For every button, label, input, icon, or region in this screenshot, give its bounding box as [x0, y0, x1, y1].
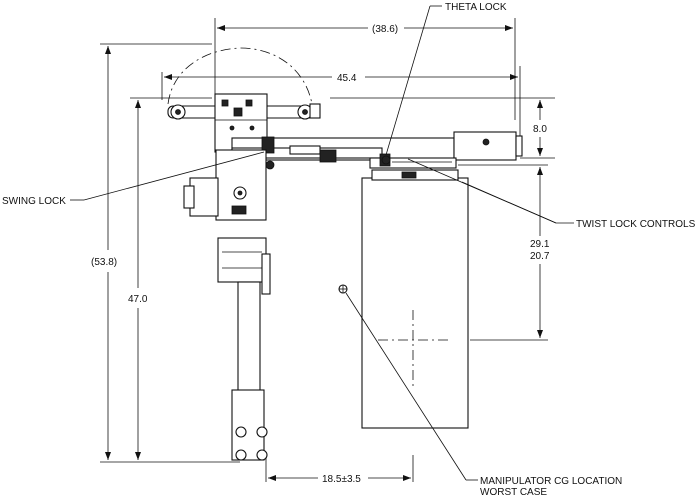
leader-lines: [70, 5, 574, 481]
dim-cg-offset: 18.5±3.5: [322, 474, 361, 485]
twist-lock-box: [361, 169, 469, 429]
dim-top-width: (38.6): [372, 24, 398, 35]
swing-lock-label: SWING LOCK: [2, 196, 66, 207]
extension-lines: [100, 18, 555, 482]
dimension-lines: [105, 25, 543, 481]
theta-lock-label: THETA LOCK: [445, 2, 507, 13]
dim-right-height-2: 20.7: [530, 251, 550, 262]
dim-right-offset: 8.0: [533, 124, 547, 135]
dim-overall-height: (53.8): [91, 257, 117, 268]
twist-lock-controls-label: TWIST LOCK CONTROLS: [576, 219, 696, 230]
dim-upper-width: 45.4: [337, 73, 357, 84]
cg-marker: [338, 284, 348, 294]
dim-inner-height: 47.0: [128, 294, 148, 305]
dim-right-height-1: 29.1: [530, 239, 550, 250]
cg-location-label: MANIPULATOR CG LOCATION: [480, 476, 622, 487]
horizontal-boom: [231, 131, 523, 169]
swing-arc: [167, 47, 313, 105]
worst-case-label: WORST CASE: [480, 487, 547, 497]
vertical-column: [183, 149, 275, 461]
